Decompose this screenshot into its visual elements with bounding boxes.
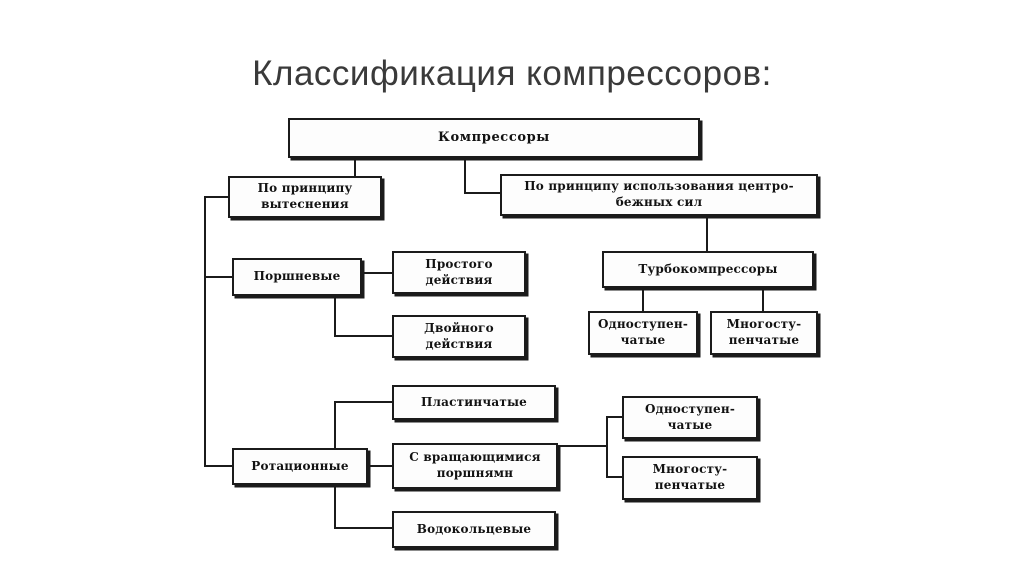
connector-stage-spine (606, 416, 608, 478)
connector-rotary-up (334, 402, 336, 448)
connector-piston-down (334, 296, 336, 337)
connector-to-centrifugal (464, 192, 502, 194)
connector-root-down-right (464, 158, 466, 194)
node-single-stage: Одноступен- чатые (622, 396, 758, 439)
connector-to-water-ring (334, 527, 392, 529)
connector-turbo-to-single (642, 288, 644, 312)
connector-rotary-down (334, 485, 336, 529)
connector-spine-to-rotary (206, 465, 234, 467)
node-double-action: Двойного действия (392, 315, 526, 358)
connector-root-to-displacement (354, 158, 356, 177)
connector-turbo-to-multi (762, 288, 764, 312)
node-vane: Пластинчатые (392, 385, 556, 420)
node-turbocompressors: Турбокомпрессоры (602, 251, 814, 288)
node-compressors: Компрессоры (288, 118, 700, 158)
connector-piston-to-single-action (362, 272, 392, 274)
connector-left-spine (204, 196, 206, 467)
node-single-action: Простого действия (392, 251, 526, 294)
node-multi-stage: Многосту- пенчатые (622, 456, 758, 500)
node-turbo-multi-stage: Многосту- пенчатые (710, 311, 818, 355)
node-rotating-pistons: С вращающимися поршнямн (392, 443, 558, 489)
node-water-ring: Водокольцевые (392, 511, 556, 548)
connector-spine-to-displacement (206, 196, 230, 198)
node-centrifugal-principle: По принципу использования центро- бежных… (500, 174, 818, 216)
connector-to-single-stage (606, 416, 622, 418)
node-rotary: Ротационные (232, 448, 368, 485)
node-turbo-single-stage: Одноступен- чатые (588, 311, 698, 355)
page-title: Классификация компрессоров: (252, 54, 772, 93)
connector-to-vane (334, 401, 392, 403)
node-piston: Поршневые (232, 258, 362, 296)
connector-rotary-to-rotating-pistons (368, 465, 392, 467)
connector-to-multi-stage (606, 476, 622, 478)
connector-centrifugal-to-turbo (706, 216, 708, 252)
connector-to-double-action (334, 335, 392, 337)
connector-spine-to-piston (206, 276, 234, 278)
connector-feed-to-stage-bracket (558, 445, 608, 447)
node-displacement-principle: По принципу вытеснения (228, 176, 382, 218)
